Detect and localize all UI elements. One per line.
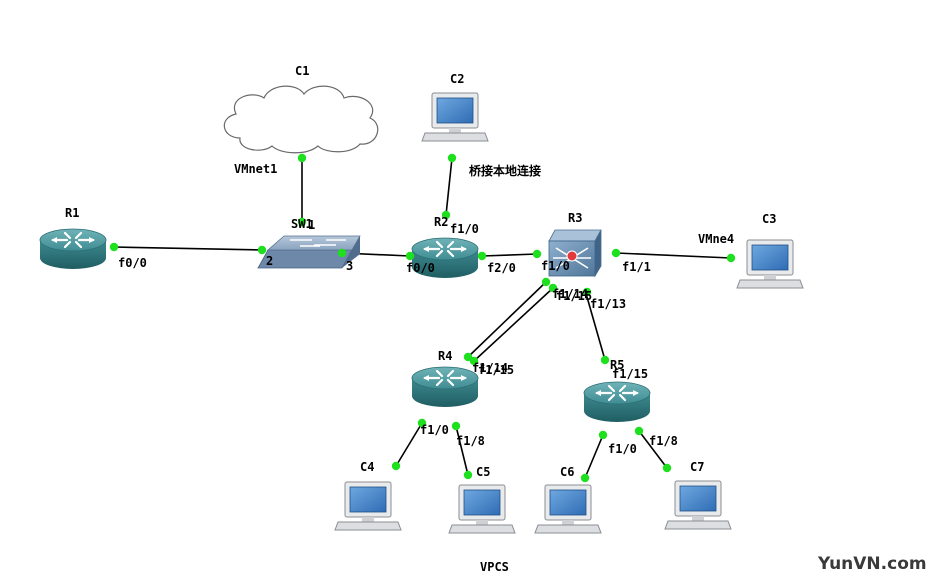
port-dot — [469, 356, 479, 366]
port-dot — [337, 248, 347, 258]
link-r3-r5 — [584, 289, 606, 361]
port-dot — [600, 355, 610, 365]
port-dot — [447, 153, 457, 163]
port-dot — [297, 153, 307, 163]
l3-switch-r3[interactable] — [548, 229, 602, 278]
link-r5-c7 — [638, 430, 668, 469]
port-label-r5-f1-0: f1/0 — [608, 442, 637, 456]
label-vpcs: VPCS — [480, 560, 509, 574]
label-sw1: SW1 — [291, 217, 313, 231]
port-label-r5-f1-8: f1/8 — [649, 434, 678, 448]
router-r5[interactable] — [582, 380, 652, 424]
port-label-sw1-1: 1 — [308, 218, 315, 232]
port-label-r4-f1-8: f1/8 — [456, 434, 485, 448]
label-r2: R2 — [434, 215, 448, 229]
link-r4-c5 — [455, 425, 469, 476]
link-r1-sw1 — [113, 246, 263, 251]
label-bridge: 桥接本地连接 — [469, 163, 541, 178]
port-dot — [580, 473, 590, 483]
link-r3-r4-a — [467, 281, 547, 358]
port-dot — [598, 430, 608, 440]
pc-c4[interactable] — [334, 481, 402, 531]
pc-c7[interactable] — [664, 480, 732, 530]
port-dot — [662, 463, 672, 473]
port-label-r3-f1-13: f1/13 — [590, 297, 626, 311]
port-labels: f0/0 1 2 3 f1/0 f0/0 f2/0 f1/0 f1/1 f1/1… — [118, 218, 678, 456]
label-c2: C2 — [450, 72, 464, 86]
label-vmnet1: VMnet1 — [234, 162, 277, 176]
port-dot — [405, 251, 415, 261]
port-label-r3-f1-1: f1/1 — [622, 260, 651, 274]
pc-c2[interactable] — [421, 92, 489, 142]
port-dots — [109, 153, 736, 483]
port-dot — [109, 242, 119, 252]
label-r1: R1 — [65, 206, 79, 220]
port-label-r2-f0-0: f0/0 — [406, 261, 435, 275]
node-labels: R1 C1 C2 SW1 R2 R3 C3 R4 R5 C4 C5 C6 C7 … — [65, 64, 776, 574]
port-label-r4-f1-15: f1/15 — [478, 363, 514, 377]
router-r4[interactable] — [410, 365, 480, 409]
router-r1[interactable] — [38, 227, 108, 271]
port-dot — [532, 249, 542, 259]
link-r3-r4-b — [473, 287, 554, 362]
port-label-r2-f1-0: f1/0 — [450, 222, 479, 236]
port-label-sw1-2: 2 — [266, 254, 273, 268]
label-r5: R5 — [610, 358, 624, 372]
link-r5-c6 — [584, 434, 604, 479]
pc-c5[interactable] — [448, 484, 516, 534]
pc-c6[interactable] — [534, 484, 602, 534]
label-c1: C1 — [295, 64, 309, 78]
label-r4: R4 — [438, 349, 452, 363]
port-label-r2-f2-0: f2/0 — [487, 261, 516, 275]
watermark: YunVN.com — [817, 554, 927, 574]
port-label-r5-f1-15: f1/15 — [612, 367, 648, 381]
label-c5: C5 — [476, 465, 490, 479]
port-dot — [463, 470, 473, 480]
label-c6: C6 — [560, 465, 574, 479]
label-vmnet4: VMne4 — [698, 232, 734, 246]
switch-arrows-icon — [290, 239, 346, 247]
port-dot — [463, 352, 473, 362]
port-dot — [726, 253, 736, 263]
label-c4: C4 — [360, 460, 374, 474]
port-dot — [297, 217, 307, 227]
link-c2-r2 — [445, 157, 453, 216]
port-dot — [417, 418, 427, 428]
port-dot — [391, 461, 401, 471]
pc-c3[interactable] — [736, 239, 804, 289]
port-dot — [634, 426, 644, 436]
port-label-r3-f1-0: f1/0 — [541, 259, 570, 273]
link-r2-r3 — [481, 253, 538, 257]
port-dot — [548, 283, 558, 293]
link-r4-c4 — [395, 422, 423, 467]
port-label-r3-f1-15: f1/15 — [556, 289, 592, 303]
label-c3: C3 — [762, 212, 776, 226]
port-dot — [582, 287, 592, 297]
port-label-r4-f1-14: f1/14 — [472, 361, 508, 375]
port-dot — [257, 245, 267, 255]
port-label-r1-f0-0: f0/0 — [118, 256, 147, 270]
label-c7: C7 — [690, 460, 704, 474]
cloud-icon — [223, 85, 379, 154]
port-dot — [441, 210, 451, 220]
port-dot — [611, 248, 621, 258]
label-r3: R3 — [568, 211, 582, 225]
port-label-r3-f1-14: f1/14 — [552, 287, 588, 301]
cloud-c1[interactable] — [223, 85, 379, 154]
port-dot — [541, 277, 551, 287]
port-label-sw1-3: 3 — [346, 259, 353, 273]
switch-sw1[interactable] — [257, 235, 361, 269]
port-label-r4-f1-0: f1/0 — [420, 423, 449, 437]
port-dot — [477, 251, 487, 261]
link-r3-c3 — [615, 252, 732, 259]
port-dot — [451, 421, 461, 431]
